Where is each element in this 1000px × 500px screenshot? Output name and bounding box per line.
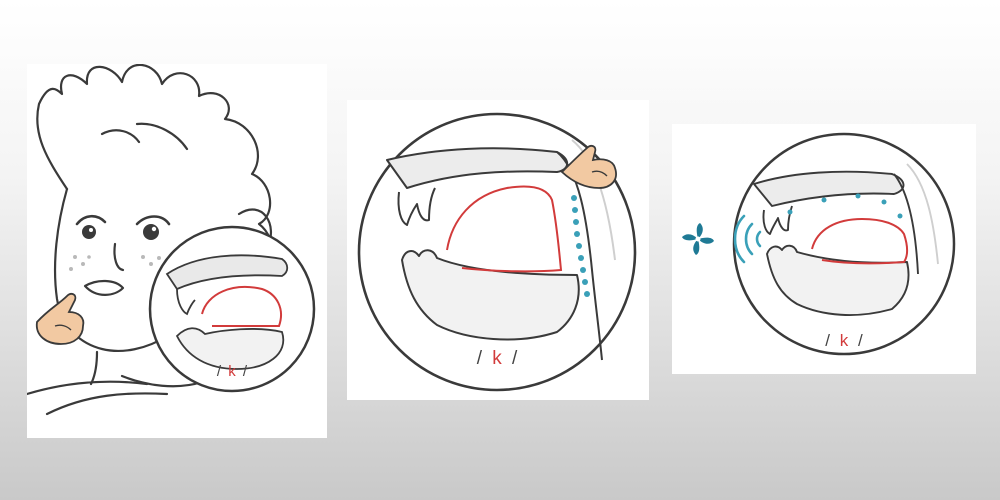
mouth-crosssection-illustration: / k /: [357, 112, 637, 392]
closeup-circle: [732, 132, 956, 356]
pointing-hand-icon: [560, 145, 617, 189]
hair: [36, 64, 274, 281]
collar: [120, 374, 204, 388]
upper-teeth: [762, 205, 793, 235]
mouth: [83, 279, 125, 296]
phoneme-label: / k /: [825, 331, 863, 350]
sound-wave-icon: [733, 214, 762, 264]
right-eye: [143, 224, 159, 240]
inset-tongue-outline: [201, 286, 282, 328]
pointing-hand-icon: [35, 293, 85, 345]
panel-child-face: / k /: [27, 64, 327, 438]
tongue-outline: [446, 185, 563, 273]
airflow-dots: [787, 193, 903, 219]
phoneme-label: / k /: [477, 348, 518, 369]
left-eye: [82, 225, 96, 239]
lower-lip: [401, 249, 580, 341]
upper-teeth: [397, 187, 436, 226]
phoneme-label: / k /: [217, 363, 248, 380]
airflow-dots: [571, 195, 590, 297]
panel-tongue-raised: / k /: [347, 100, 649, 400]
tongue-outline: [811, 217, 908, 265]
panel-air-release: / k /: [672, 124, 976, 374]
freckles: [69, 255, 161, 271]
mouth-magnifier-inset: / k /: [148, 225, 316, 393]
air-release-illustration: / k /: [682, 132, 956, 356]
child-face-illustration: / k /: [27, 64, 316, 416]
upper-palate: [753, 170, 905, 207]
pinwheel-icon: [682, 223, 714, 255]
